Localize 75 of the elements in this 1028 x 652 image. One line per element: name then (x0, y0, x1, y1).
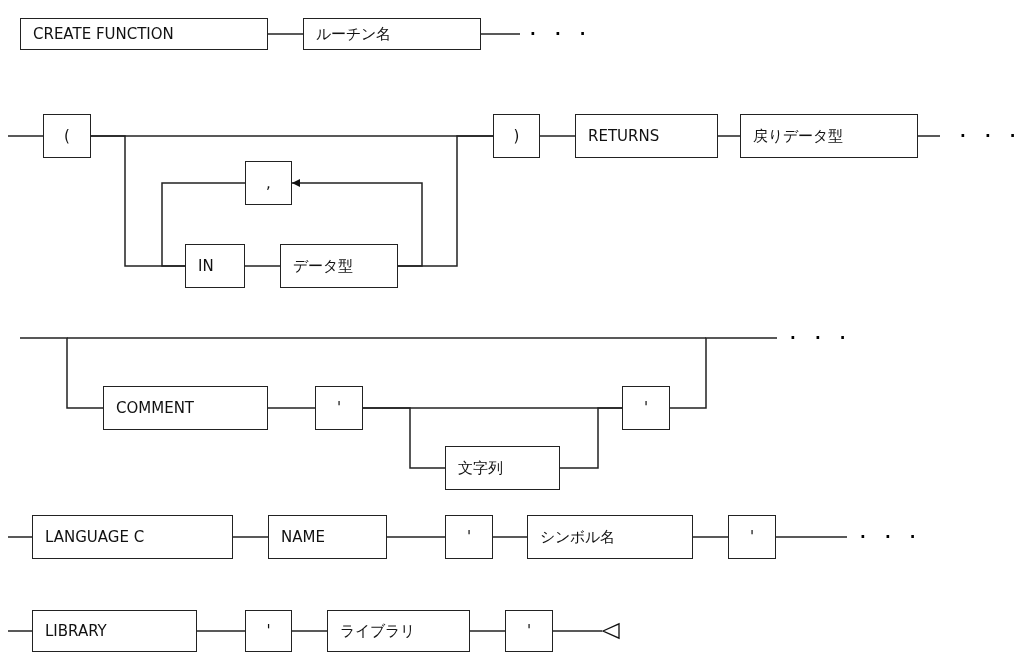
terminal-box (575, 114, 718, 158)
terminal-box (245, 610, 292, 652)
end-marker (602, 623, 620, 639)
rail-line (267, 407, 316, 409)
terminal-box (280, 244, 398, 288)
rail-line (161, 182, 246, 267)
keyword-text: シンボル名 (539, 527, 615, 547)
terminal-box (527, 515, 693, 559)
rail-line (692, 536, 729, 538)
keyword-text: NAME (280, 528, 325, 546)
rail-line (559, 407, 623, 469)
keyword-text: ライブラリ (339, 621, 415, 641)
keyword-text: CREATE FUNCTION (32, 25, 174, 43)
terminal-box (20, 18, 268, 50)
keyword-text: ) (513, 127, 520, 145)
rail-line (917, 135, 941, 137)
terminal-box (445, 515, 493, 559)
rail-line (19, 337, 104, 409)
terminal-box (103, 386, 268, 430)
rail-line (552, 630, 603, 632)
continuation-dots: · · · (860, 528, 923, 546)
rail-line (7, 630, 33, 632)
continuation-dots: · · · (530, 25, 593, 43)
rail-line (775, 536, 848, 538)
keyword-text: 戻りデータ型 (752, 126, 843, 146)
terminal-box (32, 515, 233, 559)
rail-line (362, 407, 446, 469)
rail-line (291, 630, 328, 632)
keyword-text: 文字列 (457, 458, 503, 478)
terminal-box (268, 515, 387, 559)
terminal-box (185, 244, 245, 288)
terminal-box (505, 610, 553, 652)
keyword-text: , (266, 174, 271, 192)
continuation-dots: · · · (790, 329, 853, 347)
rail-line (386, 536, 446, 538)
keyword-text: ' (466, 528, 472, 546)
keyword-text: ' (266, 622, 271, 640)
rail-line (669, 337, 778, 409)
keyword-text: ルーチン名 (315, 24, 391, 44)
terminal-box (245, 161, 292, 205)
rail-line (7, 135, 44, 137)
rail-line (492, 536, 528, 538)
rail-line (539, 135, 576, 137)
terminal-box (445, 446, 560, 490)
keyword-text: ' (749, 528, 755, 546)
rail-line (66, 337, 707, 339)
continuation-dots: · · · (960, 127, 1023, 145)
keyword-text: RETURNS (587, 127, 660, 145)
rail-line (469, 630, 506, 632)
rail-line (244, 265, 281, 267)
keyword-text: COMMENT (115, 399, 195, 417)
terminal-box (32, 610, 197, 652)
terminal-box (315, 386, 363, 430)
keyword-text: ( (64, 127, 70, 145)
rail-line (717, 135, 741, 137)
keyword-text: ' (643, 399, 649, 417)
keyword-text: データ型 (292, 256, 353, 276)
rail-line (7, 536, 33, 538)
keyword-text: LANGUAGE C (44, 528, 145, 546)
terminal-box (728, 515, 776, 559)
terminal-box (740, 114, 918, 158)
terminal-box (43, 114, 91, 158)
terminal-box (303, 18, 481, 50)
terminal-box (493, 114, 540, 158)
keyword-text: IN (197, 257, 214, 275)
rail-line (480, 33, 521, 35)
rail-line (267, 33, 304, 35)
keyword-text: ' (526, 622, 532, 640)
arrow (291, 179, 423, 267)
rail-line (196, 630, 246, 632)
terminal-box (622, 386, 670, 430)
keyword-text: ' (336, 399, 342, 417)
rail-line (232, 536, 269, 538)
terminal-box (327, 610, 470, 652)
keyword-text: LIBRARY (44, 622, 107, 640)
